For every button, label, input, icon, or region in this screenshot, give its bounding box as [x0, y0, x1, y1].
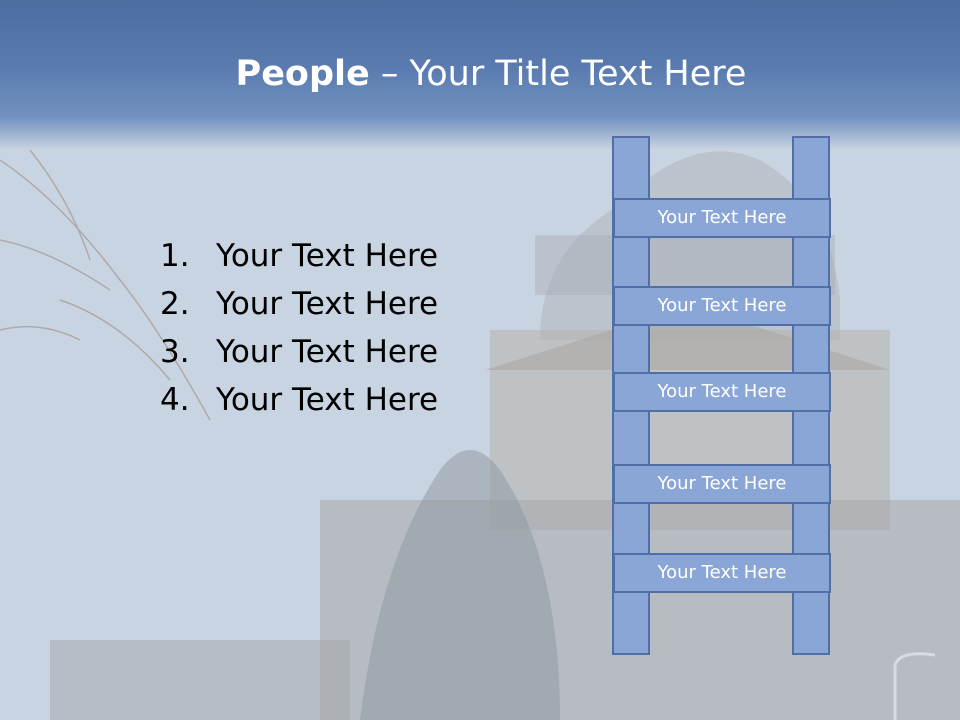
list-item: 4. Your Text Here: [160, 376, 438, 424]
numbered-list: 1. Your Text Here 2. Your Text Here 3. Your…: [160, 232, 438, 424]
list-item: 3. Your Text Here: [160, 328, 438, 376]
list-number: 2.: [160, 286, 190, 322]
list-number: 1.: [160, 238, 190, 274]
list-item: 1. Your Text Here: [160, 232, 438, 280]
ladder-rung: Your Text Here: [613, 464, 831, 504]
ladder-rung: Your Text Here: [613, 553, 831, 593]
title-rest-part: – Your Title Text Here: [369, 54, 747, 94]
ladder-rung: Your Text Here: [613, 372, 831, 412]
list-text: Your Text Here: [216, 238, 439, 274]
list-number: 4.: [160, 382, 190, 418]
ladder-rung: Your Text Here: [613, 198, 831, 238]
list-item: 2. Your Text Here: [160, 280, 438, 328]
title-bold-part: People: [235, 54, 370, 94]
list-text: Your Text Here: [216, 334, 439, 370]
slide-title: People – Your Title Text Here: [0, 52, 960, 96]
title-band: [0, 0, 960, 150]
list-text: Your Text Here: [216, 286, 439, 322]
list-text: Your Text Here: [216, 382, 439, 418]
list-number: 3.: [160, 334, 190, 370]
ladder-rung: Your Text Here: [613, 286, 831, 326]
